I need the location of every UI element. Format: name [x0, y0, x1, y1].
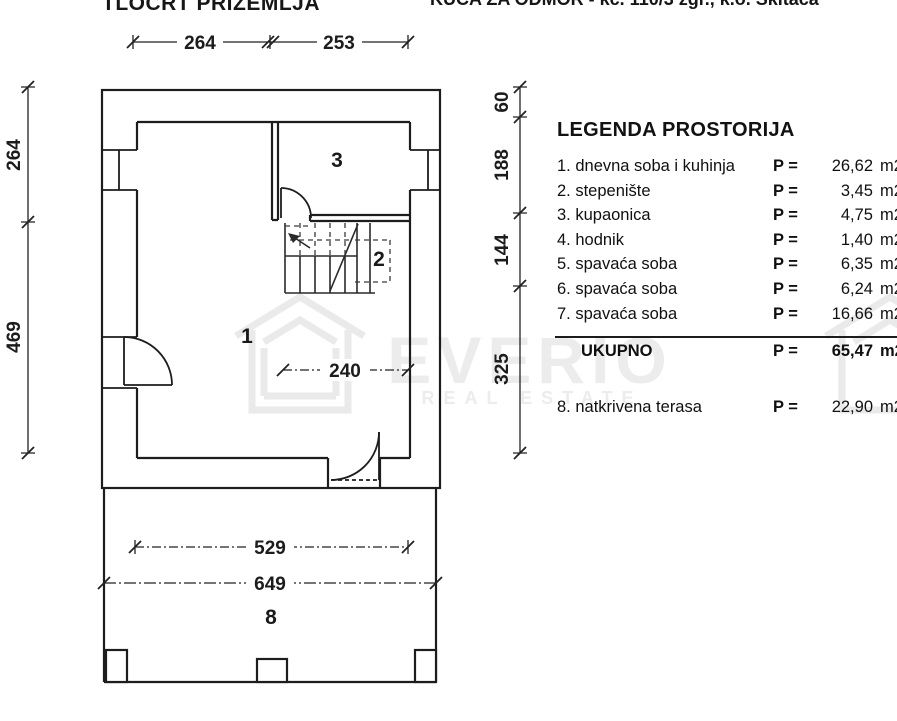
dimensions: 264 253 264 469 60 188 144 325 240: [4, 31, 527, 595]
legend-row: 2. stepenište P = 3,45 m2: [557, 181, 897, 207]
windows: [102, 149, 440, 191]
area-symbol: P =: [773, 157, 798, 175]
terrace-pillar-left: [104, 648, 129, 684]
area-value: 4,75: [840, 206, 873, 225]
walls: [100, 88, 442, 490]
area-value: 22,90: [831, 397, 873, 416]
legend-row: 1. dnevna soba i kuhinja P = 26,62 m2: [557, 157, 897, 182]
room-name: 6. spavaća soba: [557, 279, 678, 298]
door-jambs-terrace: [326, 458, 382, 488]
room-name: 1. dnevna soba i kuhinja: [557, 157, 735, 175]
area-unit: m2: [880, 255, 897, 274]
dimension-top: 264 253: [126, 31, 415, 54]
area-unit: m2: [880, 342, 897, 361]
dim-right-2: 188: [492, 149, 513, 181]
dim-right-3: 144: [492, 234, 513, 266]
watermark-brand: EVERIO: [387, 323, 672, 397]
dimension-terrace: 529 649: [97, 536, 443, 595]
dimension-interior: 240: [276, 359, 415, 382]
project-subtitle: KUĆA ZA ODMOR - kč. 110/3 zgr., k.o. Ski…: [430, 0, 819, 10]
room-label-terrace: 8: [265, 606, 277, 629]
doors: [102, 187, 380, 481]
dim-right-4: 325: [492, 353, 513, 385]
area-value: 16,66: [831, 304, 873, 323]
legend-row: 4. hodnik P = 1,40 m2: [557, 230, 897, 256]
legend-row: 7. spavaća soba P = 16,66 m2: [557, 304, 897, 330]
legend-row: 6. spavaća soba P = 6,24 m2: [557, 279, 897, 305]
area-symbol: P =: [773, 181, 798, 200]
legend-row: 3. kupaonica P = 4,75 m2: [557, 206, 897, 231]
watermark-house-icon: [234, 292, 366, 414]
left-window: [102, 149, 137, 191]
room-name: 2. stepenište: [557, 181, 651, 200]
terrace-pillar-center: [255, 657, 289, 684]
dimension-left: 264 469: [4, 80, 35, 460]
staircase: [284, 223, 391, 294]
dim-terrace-outer: 649: [254, 574, 286, 595]
area-value: 6,35: [840, 255, 873, 274]
dim-left-upper: 264: [4, 139, 25, 171]
dimension-right: 60 188 144 325: [492, 80, 527, 460]
area-value: 26,62: [831, 157, 873, 175]
partition-wall-bathroom: [308, 213, 410, 223]
terrace-door-bottom: [330, 431, 380, 481]
room-name: 8. natkrivena terasa: [557, 397, 702, 416]
dim-terrace-inner: 529: [254, 538, 286, 559]
dim-top-left: 264: [184, 33, 216, 54]
area-unit: m2: [880, 230, 897, 249]
room-label-bathroom: 3: [331, 149, 343, 172]
area-value: 3,45: [840, 181, 873, 200]
area-unit: m2: [880, 279, 897, 298]
area-unit: m2: [880, 206, 897, 225]
outer-wall: [100, 88, 442, 490]
right-window: [410, 149, 440, 191]
partition-wall-stair: [270, 122, 280, 222]
dim-left-lower: 469: [4, 321, 25, 353]
area-symbol: P =: [773, 279, 798, 298]
legend-total-separator: [555, 336, 897, 338]
watermark-house-icon-right: [824, 292, 897, 414]
area-unit: m2: [880, 397, 897, 416]
area-value: 1,40: [840, 230, 873, 249]
area-symbol: P =: [773, 255, 798, 274]
room-legend: LEGENDA PROSTORIJA 1. dnevna soba i kuhi…: [557, 119, 897, 423]
watermark-tagline: REAL ESTATE: [421, 388, 642, 408]
stair-break-line: [329, 223, 359, 292]
entrance-door-left: [102, 336, 173, 389]
room-name: 3. kupaonica: [557, 206, 651, 225]
terrace-outline: [102, 488, 438, 684]
area-symbol: P =: [773, 342, 798, 361]
legend-total-row: UKUPNO P = 65,47 m2: [557, 342, 897, 367]
room-labels: 1 2 3 8: [241, 149, 385, 629]
room-name: 5. spavaća soba: [557, 255, 678, 274]
room-name: 4. hodnik: [557, 230, 624, 249]
room-name: 7. spavaća soba: [557, 304, 678, 323]
area-unit: m2: [880, 304, 897, 323]
area-value: 6,24: [840, 279, 873, 298]
area-symbol: P =: [773, 206, 798, 225]
room-label-staircase: 2: [373, 248, 385, 271]
total-value: 65,47: [831, 342, 873, 361]
legend-title: LEGENDA PROSTORIJA: [557, 119, 795, 141]
legend-terrace-row: 8. natkrivena terasa P = 22,90 m2: [557, 397, 897, 423]
area-unit: m2: [880, 181, 897, 200]
area-symbol: P =: [773, 304, 798, 323]
legend-row: 5. spavaća soba P = 6,35 m2: [557, 255, 897, 280]
total-label: UKUPNO: [581, 342, 653, 361]
area-unit: m2: [880, 157, 897, 175]
bathroom-door: [280, 187, 312, 219]
dim-right-1: 60: [492, 91, 513, 112]
dim-interior-width: 240: [329, 361, 361, 382]
dim-top-right: 253: [323, 33, 355, 54]
area-symbol: P =: [773, 397, 798, 416]
terrace-pillar-right: [413, 648, 438, 684]
page-title: TLOCRT PRIZEMLJA: [102, 0, 320, 15]
room-label-living: 1: [241, 325, 253, 348]
watermark: EVERIO REAL ESTATE: [234, 292, 897, 414]
area-symbol: P =: [773, 230, 798, 249]
